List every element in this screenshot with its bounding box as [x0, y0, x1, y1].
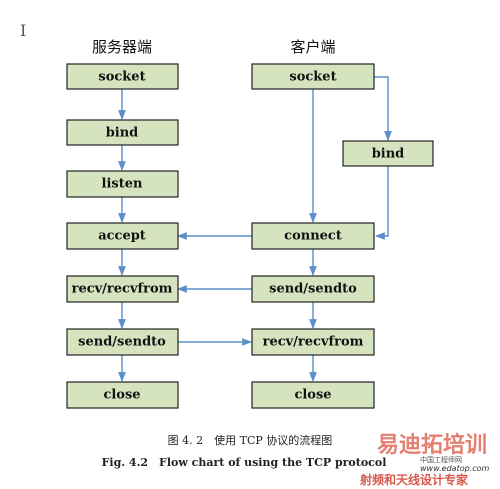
client-close-label: close: [294, 388, 331, 403]
arrows: [118, 76, 392, 382]
watermark-slogan: 射频和天线设计专家: [359, 472, 469, 487]
server-recv-label: recv/recvfrom: [72, 282, 173, 297]
client-connect-box: connect: [251, 222, 375, 250]
arrow-client-socket-to-bind: [374, 76, 392, 141]
server-send-label: send/sendto: [78, 335, 166, 350]
arrow-client-bind-to-connect: [375, 166, 389, 240]
figure-caption-en: Fig. 4.2 Flow chart of using the TCP pro…: [102, 456, 387, 469]
watermark: 易迪拓培训 中国工程师网 www.edatop.com 射频和天线设计专家: [359, 432, 490, 487]
server-socket-box: socket: [66, 63, 179, 90]
watermark-site-name: 中国工程师网: [420, 455, 462, 464]
server-bind-label: bind: [106, 126, 139, 141]
server-column: socket bind listen accept recv/recvfrom …: [66, 63, 179, 409]
server-close-box: close: [66, 381, 179, 409]
client-close-box: close: [251, 381, 375, 409]
client-socket-box: socket: [251, 63, 375, 90]
client-send-box: send/sendto: [251, 275, 375, 303]
server-listen-label: listen: [102, 177, 143, 192]
client-recv-box: recv/recvfrom: [251, 328, 375, 356]
client-connect-label: connect: [284, 229, 342, 244]
client-socket-label: socket: [289, 70, 336, 85]
client-column: socket bind connect send/sendto recv/rec…: [251, 63, 434, 409]
client-recv-label: recv/recvfrom: [263, 335, 364, 350]
server-column-title: 服务器端: [92, 38, 152, 56]
figure-caption-cn: 图 4. 2 使用 TCP 协议的流程图: [168, 433, 333, 447]
server-socket-label: socket: [98, 70, 145, 85]
server-send-box: send/sendto: [66, 328, 179, 356]
client-column-title: 客户端: [290, 38, 335, 56]
client-bind-box: bind: [342, 140, 434, 167]
server-accept-box: accept: [66, 222, 179, 250]
watermark-url: www.edatop.com: [420, 464, 490, 473]
client-bind-label: bind: [372, 147, 405, 162]
server-recv-box: recv/recvfrom: [66, 275, 179, 303]
server-accept-label: accept: [98, 229, 146, 244]
watermark-brand: 易迪拓培训: [377, 432, 487, 458]
server-close-label: close: [103, 388, 140, 403]
server-bind-box: bind: [66, 119, 179, 146]
server-listen-box: listen: [66, 170, 179, 198]
client-send-label: send/sendto: [269, 282, 357, 297]
text-cursor-icon: I: [20, 21, 26, 40]
